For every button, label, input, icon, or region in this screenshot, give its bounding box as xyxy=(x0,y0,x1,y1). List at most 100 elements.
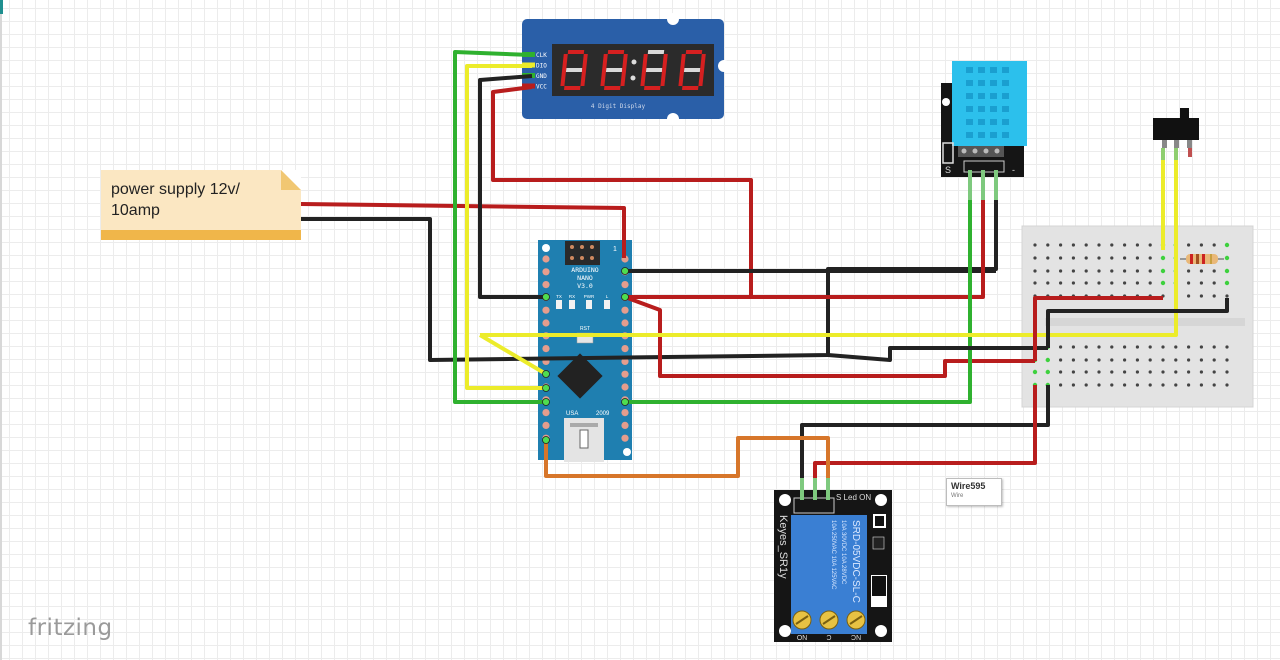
display-pin-label: GND xyxy=(536,73,547,80)
breadboard-hole xyxy=(1046,243,1050,247)
breadboard-hole xyxy=(1059,281,1063,285)
grille-slot xyxy=(966,132,973,138)
breadboard-hole xyxy=(1174,383,1178,387)
relay-rating-2: 10A 250VAC 10A 125VAC xyxy=(830,520,836,590)
display-label: 4 Digit Display xyxy=(591,103,646,110)
breadboard-hole xyxy=(1059,243,1063,247)
arduino-pin-right xyxy=(621,345,629,353)
breadboard-hole xyxy=(1084,256,1088,260)
breadboard-hole xyxy=(1123,256,1127,260)
led-label: PWR xyxy=(584,294,595,299)
display-segment xyxy=(620,70,627,86)
breadboard-hole xyxy=(1033,269,1037,273)
breadboard-hole xyxy=(1224,280,1230,286)
breadboard-hole xyxy=(1187,243,1191,247)
display-pin-label: VCC xyxy=(536,84,547,91)
breadboard-hole xyxy=(1212,358,1216,362)
breadboard-hole xyxy=(1097,345,1101,349)
breadboard-hole xyxy=(1212,243,1216,247)
breadboard-hole xyxy=(1148,243,1152,247)
grille-slot xyxy=(1002,93,1009,99)
arduino-pin-left xyxy=(542,409,550,417)
breadboard-hole xyxy=(1110,281,1114,285)
board-text: ARDUINO xyxy=(571,266,598,274)
breadboard-hole xyxy=(1225,345,1229,349)
breadboard-hole xyxy=(1123,345,1127,349)
grille-slot xyxy=(978,67,985,73)
relay-module[interactable]: S Led ON Keyes_SR1y SRD-05VDC-SL-C 10A 3… xyxy=(774,490,892,642)
breadboard[interactable] xyxy=(1021,225,1254,408)
display-segment xyxy=(600,70,607,86)
breadboard-hole xyxy=(1097,281,1101,285)
wire-endpoint xyxy=(542,398,550,406)
screw-slot xyxy=(849,615,863,625)
breadboard-hole xyxy=(1071,256,1075,260)
display-segment xyxy=(567,50,585,54)
arduino-pin-right xyxy=(621,421,629,429)
window-accent xyxy=(0,0,3,14)
wires xyxy=(300,50,1229,500)
arduino-pin-left xyxy=(542,268,550,276)
breadboard-hole xyxy=(1046,269,1050,273)
breadboard-hole xyxy=(1148,358,1152,362)
dht-sensor-grille xyxy=(952,61,1027,146)
breadboard-hole xyxy=(1174,358,1178,362)
display-segment xyxy=(700,54,706,70)
breadboard-hole xyxy=(1110,370,1114,374)
resistor[interactable] xyxy=(1180,254,1224,264)
breadboard-hole xyxy=(1199,294,1203,298)
relay-brand: Keyes_SR1y xyxy=(777,515,789,579)
breadboard-hole xyxy=(1071,370,1075,374)
breadboard-hole xyxy=(1160,268,1166,274)
wire-endpoint xyxy=(542,370,550,378)
breadboard-hole xyxy=(1148,269,1152,273)
breadboard-hole xyxy=(1097,243,1101,247)
breadboard-hole xyxy=(1161,383,1165,387)
arduino-pin-right xyxy=(621,357,629,365)
grille-slot xyxy=(1002,67,1009,73)
note-text: power supply 12v/ 10amp xyxy=(111,181,240,219)
terminal-label: C xyxy=(826,633,831,640)
breadboard-hole xyxy=(1187,383,1191,387)
breadboard-hole xyxy=(1199,345,1203,349)
display-segment xyxy=(685,50,703,54)
breadboard-hole xyxy=(1110,345,1114,349)
breadboard-hole xyxy=(1174,370,1178,374)
breadboard-hole xyxy=(1212,294,1216,298)
display-segment xyxy=(680,54,686,70)
wire-red xyxy=(300,202,626,258)
display-segment xyxy=(645,68,663,72)
reset-label: RST xyxy=(580,326,590,332)
wire-green xyxy=(625,200,972,404)
display-segment xyxy=(580,70,587,86)
board-text: NANO xyxy=(577,274,593,282)
breadboard-hole xyxy=(1224,268,1230,274)
grille-slot xyxy=(990,67,997,73)
slide-switch[interactable] xyxy=(1153,108,1199,157)
wire-red xyxy=(813,385,1037,478)
breadboard-hole xyxy=(1224,242,1230,248)
breadboard-hole xyxy=(1199,269,1203,273)
power-supply-note[interactable]: power supply 12v/ 10amp xyxy=(101,170,301,240)
breadboard-hole xyxy=(1135,358,1139,362)
display-segment xyxy=(607,50,625,54)
board-footer-right: 2009 xyxy=(596,411,610,417)
breadboard-hole xyxy=(1199,358,1203,362)
display-pin-label: CLK xyxy=(536,52,547,59)
breadboard-hole xyxy=(1123,243,1127,247)
breadboard-hole xyxy=(1160,255,1166,261)
grille-slot xyxy=(990,119,997,125)
display-segment xyxy=(582,54,588,70)
breadboard-hole xyxy=(1123,281,1127,285)
display-segment xyxy=(602,54,608,70)
breadboard-hole xyxy=(1033,281,1037,285)
screw-slot xyxy=(795,615,809,625)
dht-sensor[interactable]: S - xyxy=(941,61,1027,177)
grille-slot xyxy=(1002,80,1009,86)
breadboard-hole xyxy=(1059,256,1063,260)
grille-slot xyxy=(966,67,973,73)
icsp-pin xyxy=(570,245,574,249)
